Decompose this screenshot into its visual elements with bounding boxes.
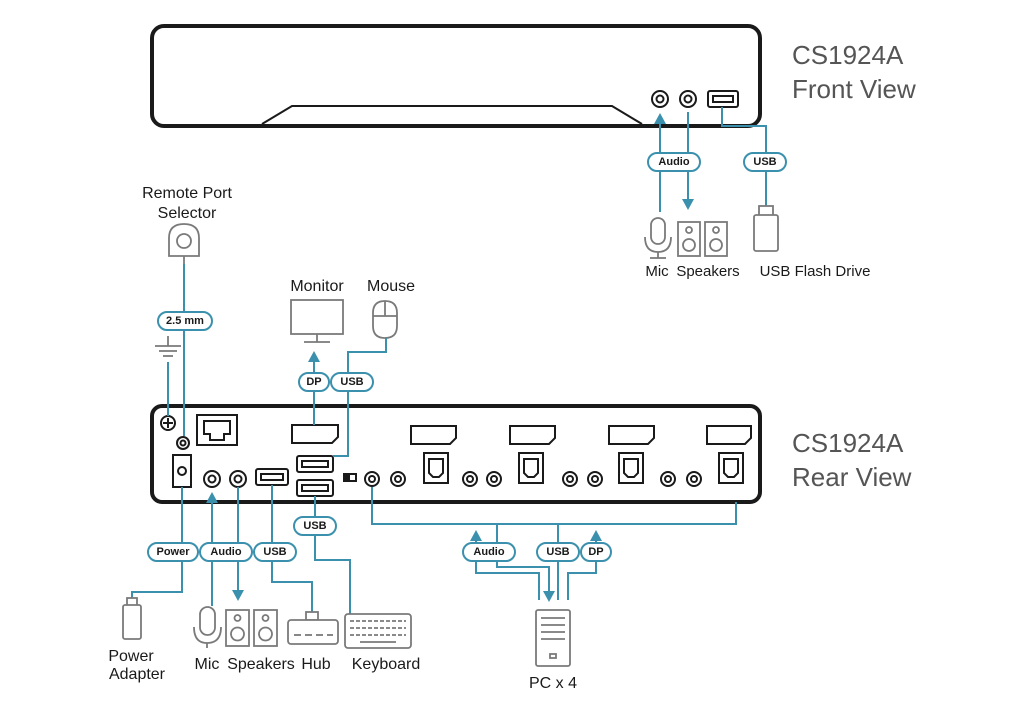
front-title-line2: Front View (792, 74, 916, 104)
console-top-cables (308, 338, 387, 457)
console-speakers-label: Speakers (227, 656, 295, 673)
rear-title-line2: Rear View (792, 462, 912, 492)
pc-port-group-4 (660, 425, 752, 487)
console-mic-label: Mic (195, 656, 220, 673)
keyboard-usb-tag: USB (293, 516, 337, 536)
remote-port-selector-icon (168, 223, 200, 264)
console-audio-tag: Audio (199, 542, 253, 562)
console-mic-icon (193, 606, 222, 648)
power-tag: Power (147, 542, 199, 562)
usb-tag-mouse: USB (330, 372, 374, 392)
usb-hub-icon (287, 611, 339, 645)
svg-text:DP: DP (306, 376, 321, 388)
pc-label: PC x 4 (529, 675, 577, 692)
rear-title-line1: CS1924A (792, 428, 904, 458)
svg-text:USB: USB (340, 376, 363, 388)
mouse-icon (372, 300, 398, 339)
remote-label-line1: Remote Port (142, 185, 232, 202)
flash-drive-label: USB Flash Drive (760, 263, 871, 280)
keyboard-label: Keyboard (352, 656, 421, 673)
svg-text:USB: USB (546, 546, 569, 558)
hub-label: Hub (301, 656, 330, 673)
svg-text:Audio: Audio (658, 156, 689, 168)
svg-text:USB: USB (303, 520, 326, 532)
svg-text:2.5 mm: 2.5 mm (166, 315, 204, 327)
pc-audio-tag: Audio (462, 542, 516, 562)
front-panel (150, 24, 762, 128)
pc-port-group-3 (562, 425, 655, 487)
front-usb-tag: USB (743, 152, 787, 172)
mouse-label: Mouse (367, 278, 415, 295)
front-speaker-jack (679, 90, 697, 108)
rear-panel (150, 404, 762, 504)
front-speakers-label: Speakers (676, 263, 739, 280)
front-speakers-icon (677, 221, 728, 257)
front-mic-icon (644, 217, 672, 259)
remote-label-line2: Selector (158, 205, 217, 222)
power-adapter-icon (122, 597, 142, 640)
svg-text:Audio: Audio (473, 546, 504, 558)
pc-dp-tag: DP (580, 542, 612, 562)
monitor-label: Monitor (290, 278, 344, 295)
hub-usb-tag: USB (253, 542, 297, 562)
keyboard-icon (344, 613, 412, 649)
front-title-line1: CS1924A (792, 40, 904, 70)
console-speakers-icon (225, 609, 278, 647)
svg-text:USB: USB (753, 156, 776, 168)
mm-tag: 2.5 mm (157, 311, 213, 331)
front-mic-jack (651, 90, 669, 108)
power-adapter-label-line1: Power (108, 648, 154, 665)
pc-port-group-1 (364, 425, 457, 487)
front-mic-label: Mic (645, 263, 669, 280)
svg-text:USB: USB (263, 546, 286, 558)
monitor-icon (290, 299, 344, 343)
svg-text:DP: DP (588, 546, 603, 558)
front-audio-tag: Audio (647, 152, 701, 172)
pc-usb-tag: USB (536, 542, 580, 562)
ground-icon (155, 336, 181, 416)
pc-tower-icon (535, 609, 571, 667)
svg-text:Audio: Audio (210, 546, 241, 558)
power-adapter-label-line2: Adapter (109, 666, 166, 683)
dp-tag-console: DP (298, 372, 330, 392)
svg-text:Power: Power (156, 546, 190, 558)
usb-flash-drive-icon (753, 205, 779, 252)
pc-port-group-2 (462, 425, 556, 487)
